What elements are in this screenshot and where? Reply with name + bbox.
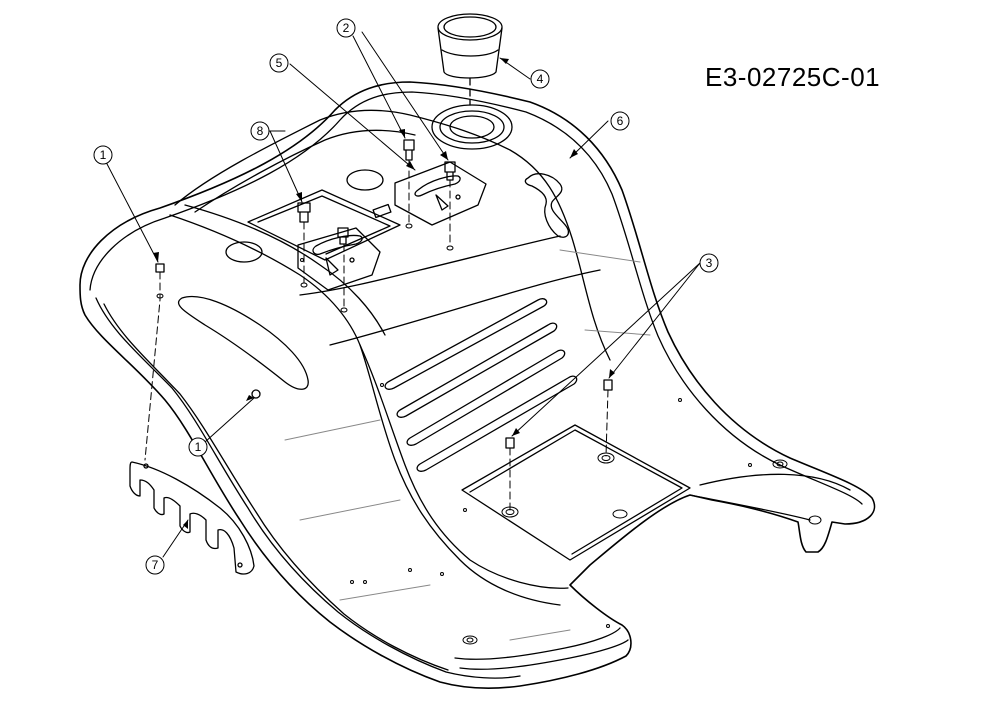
callout-5: 5 xyxy=(269,53,289,73)
callout-1-upper-label: 1 xyxy=(100,148,107,162)
leader-7 xyxy=(162,519,189,558)
seat-bracket-front xyxy=(297,227,381,291)
filler-neck-inner xyxy=(439,110,505,144)
fender-body xyxy=(79,81,876,689)
leader-5 xyxy=(289,63,416,171)
filler-neck xyxy=(431,104,513,150)
leader-1-upper xyxy=(105,161,159,263)
floor-edge-5 xyxy=(699,473,851,491)
callout-8: 8 xyxy=(250,121,270,141)
callout-1-lower: 1 xyxy=(188,437,208,457)
seat-bracket-front-hole xyxy=(349,257,355,263)
skirt-strip-outline xyxy=(129,461,255,575)
rear-plate xyxy=(461,424,691,561)
filler-cap xyxy=(437,13,503,79)
assembly-lines xyxy=(144,159,609,511)
callouts: 2 5 8 1 1 4 6 3 xyxy=(93,18,719,575)
filler-neck-core xyxy=(449,115,495,139)
seat-bracket-rear-slot xyxy=(414,175,461,197)
fender-rim-line-3 xyxy=(103,303,449,671)
screw-1-upper xyxy=(155,263,165,273)
fender-outer-outline xyxy=(79,81,876,689)
leader-8 xyxy=(269,130,303,203)
skirt-strip xyxy=(129,461,255,575)
bolt-8b xyxy=(337,227,349,245)
callout-4-label: 4 xyxy=(537,72,544,86)
floor-slot-1 xyxy=(384,298,548,390)
leader-2a xyxy=(352,35,406,139)
seat-bracket-front-plate xyxy=(297,227,381,291)
leader-1-lower xyxy=(204,397,255,443)
fender-deck xyxy=(174,109,611,361)
callout-4: 4 xyxy=(530,69,550,89)
floor-slot-4 xyxy=(416,375,578,472)
bolt-8a xyxy=(297,202,311,223)
rear-plate-inner xyxy=(469,429,683,555)
seat-bracket-front-knob xyxy=(325,257,339,276)
fender-inner-edge xyxy=(169,214,561,606)
fender-inner-edge-2 xyxy=(184,204,386,336)
filler-neck-outer xyxy=(431,104,513,150)
callout-2: 2 xyxy=(336,18,356,38)
leader-2b xyxy=(361,31,449,161)
filler-cap-top xyxy=(437,13,503,41)
fender-lower-lip xyxy=(459,639,629,670)
recess-tab xyxy=(372,203,392,219)
seat-bracket-rear-knob xyxy=(435,194,449,211)
skirt-strip-hole-a xyxy=(143,463,149,469)
mount-holes xyxy=(156,223,822,645)
floor-slots xyxy=(384,298,578,472)
floor-edge-3 xyxy=(359,344,569,589)
callout-1-lower-label: 1 xyxy=(195,440,202,454)
screw-1-lower xyxy=(251,389,261,399)
seat-mount-recess xyxy=(247,189,401,261)
floor-edge-4 xyxy=(689,494,811,521)
callout-2-label: 2 xyxy=(343,21,350,35)
filler-cap-rim xyxy=(441,49,499,57)
recess-hole-left xyxy=(225,241,263,263)
leader-3a xyxy=(608,262,701,379)
recess-hole-top xyxy=(346,169,384,191)
seat-bracket-front-slot xyxy=(312,234,363,256)
bolt-3a xyxy=(603,379,613,391)
callout-5-label: 5 xyxy=(276,56,283,70)
bolt-2a xyxy=(403,139,415,161)
drawing-code: E3-02725C-01 xyxy=(705,62,881,92)
leader-6 xyxy=(569,120,609,159)
arrowheads xyxy=(153,58,615,529)
bolt-3b xyxy=(505,437,515,449)
fender-lower-lip-2 xyxy=(454,627,621,660)
seat-mount-recess-inner xyxy=(257,195,391,255)
callout-7-label: 7 xyxy=(152,558,159,572)
callout-6-label: 6 xyxy=(617,114,624,128)
callout-1-upper: 1 xyxy=(93,145,113,165)
callout-8-label: 8 xyxy=(257,124,264,138)
skirt-strip-hole-b xyxy=(237,562,243,568)
filler-cap-body xyxy=(437,27,503,79)
floor-slot-3 xyxy=(406,349,566,446)
side-hook-slot xyxy=(524,173,570,238)
fender-deck-2 xyxy=(194,129,416,213)
callout-3: 3 xyxy=(699,253,719,273)
leader-lines xyxy=(105,31,701,558)
callout-6: 6 xyxy=(610,111,630,131)
fender-rim-line xyxy=(89,91,863,505)
side-handle-slot xyxy=(177,295,309,390)
bolts xyxy=(155,139,613,449)
seat-bracket-rear-hole xyxy=(455,194,461,200)
callout-3-label: 3 xyxy=(706,256,713,270)
fender-rim-line-2 xyxy=(95,297,521,679)
leader-3b xyxy=(511,262,701,437)
floor-edge-2 xyxy=(329,269,601,346)
floor-slot-2 xyxy=(396,322,558,418)
shade-band xyxy=(284,249,651,641)
floor-edge xyxy=(299,235,561,296)
callout-7: 7 xyxy=(145,555,165,575)
filler-cap-top-inner xyxy=(443,16,497,38)
